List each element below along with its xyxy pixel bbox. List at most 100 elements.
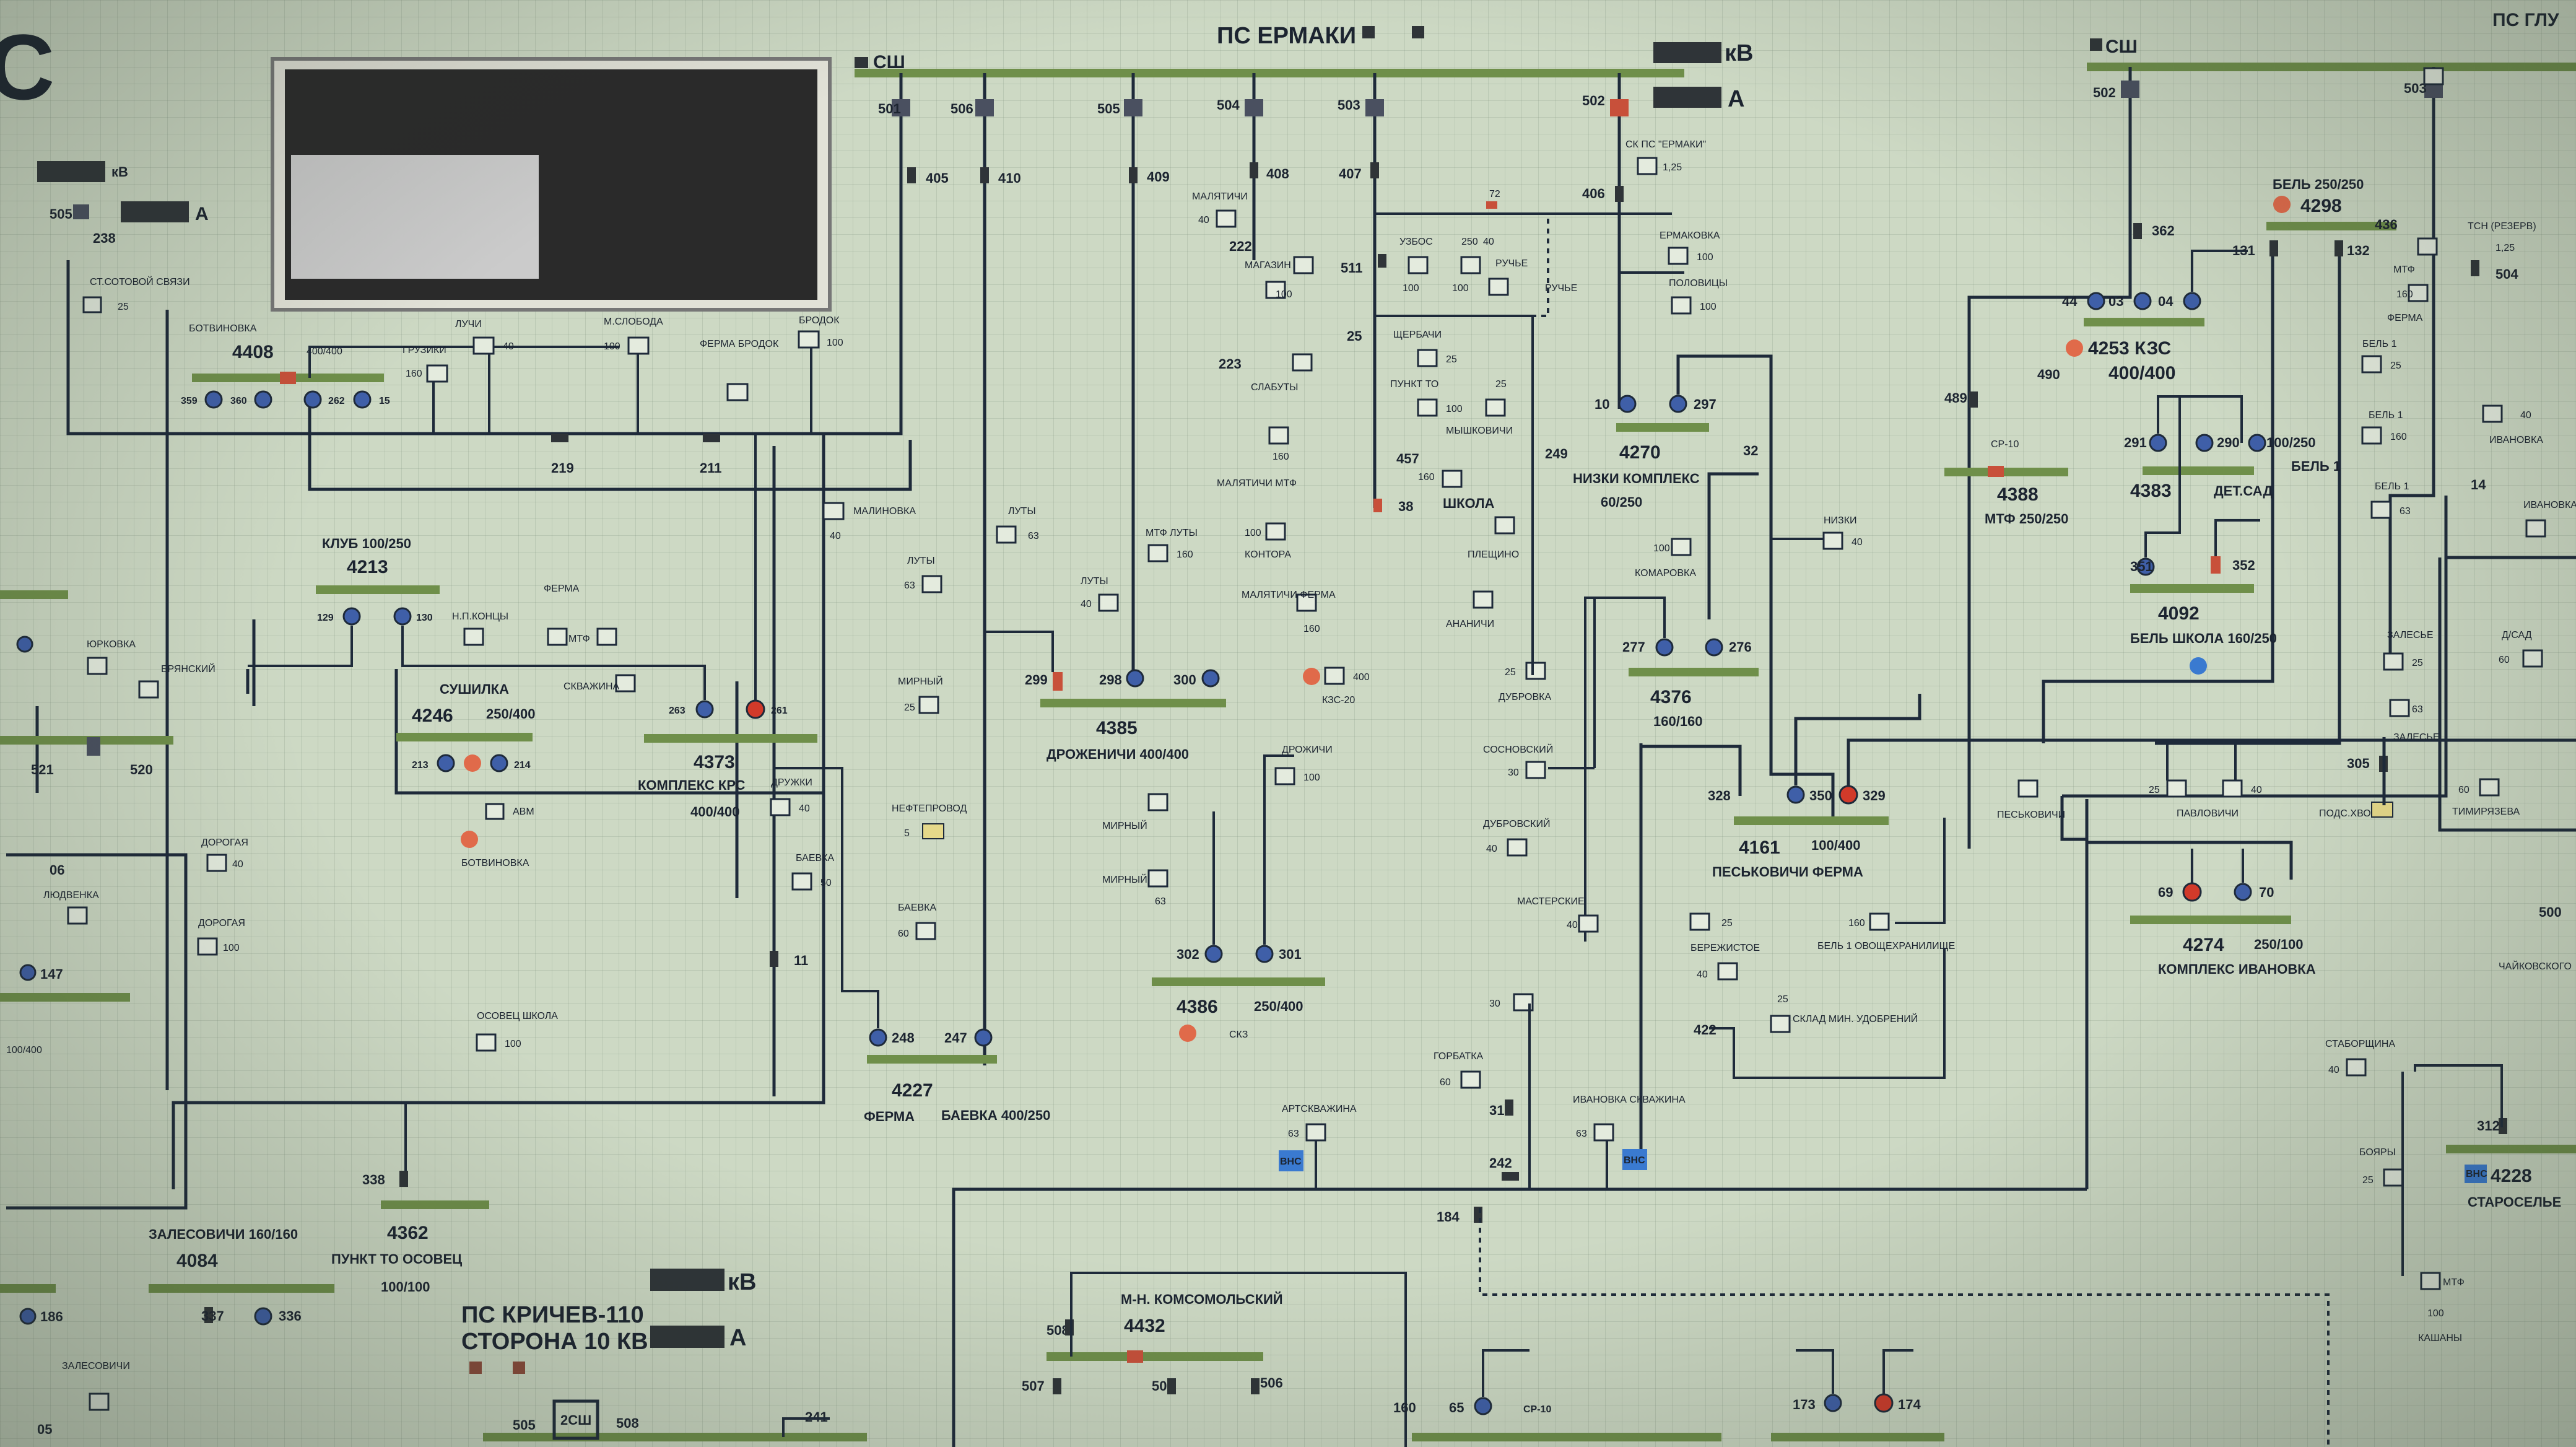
switch-03[interactable] (2133, 292, 2152, 310)
switch-359[interactable] (204, 390, 223, 409)
sectional-4408[interactable] (280, 372, 296, 384)
svg-text:кВ: кВ (111, 164, 128, 180)
svg-text:100: 100 (1446, 404, 1463, 414)
svg-text:290: 290 (2217, 435, 2240, 450)
switch-291[interactable] (2149, 434, 2167, 452)
switch-502[interactable] (1610, 99, 1629, 116)
switch-277[interactable] (1655, 638, 1674, 657)
svg-text:160: 160 (1848, 918, 1865, 929)
svg-text:КОНТОРА: КОНТОРА (1245, 549, 1291, 560)
svg-text:25: 25 (2390, 361, 2401, 371)
svg-text:КАШАНЫ: КАШАНЫ (2418, 1333, 2462, 1344)
switch-298[interactable] (1126, 669, 1144, 688)
sub-4376-cap: 160/160 (1653, 714, 1703, 729)
svg-text:60: 60 (898, 929, 909, 939)
switch-69[interactable] (2182, 882, 2202, 902)
svg-text:100: 100 (1276, 289, 1292, 300)
switch-248[interactable] (869, 1028, 887, 1047)
svg-text:100: 100 (1303, 772, 1320, 783)
svg-text:222: 222 (1229, 238, 1252, 254)
switch-360[interactable] (254, 390, 272, 409)
svg-text:БЕЛЬ 1 ОВОЩЕХРАНИЛИЩЕ: БЕЛЬ 1 ОВОЩЕХРАНИЛИЩЕ (1817, 941, 1955, 951)
svg-text:504: 504 (2496, 266, 2518, 282)
svg-text:МАЛЯТИЧИ МТФ: МАЛЯТИЧИ МТФ (1217, 478, 1297, 489)
switch-214[interactable] (490, 754, 508, 772)
switch-247[interactable] (974, 1028, 993, 1047)
switch-300[interactable] (1201, 669, 1220, 688)
svg-text:ФЕРМА БРОДОК: ФЕРМА БРОДОК (700, 339, 779, 349)
switch-263[interactable] (695, 700, 714, 719)
switch-505[interactable] (1124, 99, 1142, 116)
switch-501[interactable] (892, 99, 910, 116)
svg-text:238: 238 (93, 230, 116, 246)
sub-4388-name: МТФ 250/250 (1985, 511, 2068, 527)
sub-4092-name: БЕЛЬ ШКОЛА 160/250 (2130, 631, 2277, 646)
svg-text:СТ.СОТОВОЙ СВЯЗИ: СТ.СОТОВОЙ СВЯЗИ (90, 276, 190, 287)
switch-174[interactable] (1874, 1393, 1894, 1413)
switch-130[interactable] (393, 607, 412, 626)
svg-text:БОТВИНОВКА: БОТВИНОВКА (461, 858, 529, 868)
svg-text:СР-10: СР-10 (1991, 439, 2019, 450)
switch-504[interactable] (1245, 99, 1263, 116)
svg-text:100: 100 (1653, 543, 1670, 554)
svg-text:100: 100 (1700, 302, 1717, 312)
svg-text:50: 50 (820, 878, 832, 888)
svg-text:329: 329 (1863, 788, 1886, 803)
switch-302[interactable] (1204, 945, 1223, 963)
switch-129[interactable] (342, 607, 361, 626)
switch-351[interactable] (2136, 557, 2155, 576)
switch-297[interactable] (1669, 395, 1687, 413)
sub-4383-label: 4383 (2130, 481, 2172, 501)
svg-text:А: А (195, 204, 209, 224)
svg-text:301: 301 (1279, 946, 1302, 962)
svg-text:312: 312 (2477, 1118, 2500, 1134)
switch-261[interactable] (746, 699, 765, 719)
svg-text:ЗАЛЕСЬЕ: ЗАЛЕСЬЕ (2387, 630, 2434, 640)
switch-350[interactable] (1786, 785, 1805, 804)
svg-text:ПЕСЬКОВИЧИ: ПЕСЬКОВИЧИ (1997, 810, 2065, 820)
switch-503[interactable] (1365, 99, 1384, 116)
ermaki-indicator-2 (1412, 26, 1424, 38)
svg-text:40: 40 (1486, 844, 1497, 854)
switch-276[interactable] (1705, 638, 1723, 657)
svg-text:160: 160 (2390, 432, 2407, 442)
switch-213[interactable] (437, 754, 455, 772)
switch-10[interactable] (1618, 395, 1637, 413)
switch-336[interactable] (254, 1307, 272, 1326)
svg-text:186: 186 (40, 1309, 63, 1324)
svg-text:160: 160 (406, 369, 422, 379)
switch-289[interactable] (2248, 434, 2266, 452)
switch-44[interactable] (2087, 292, 2105, 310)
kv-unit: кВ (1725, 40, 1753, 66)
switch-70[interactable] (2234, 883, 2252, 901)
switch-299[interactable] (1053, 672, 1063, 691)
switch-290[interactable] (2195, 434, 2214, 452)
svg-text:БАЕВКА: БАЕВКА (898, 903, 936, 913)
switch-506[interactable] (975, 99, 994, 116)
svg-text:ПОДС.ХВО: ПОДС.ХВО (2319, 808, 2371, 819)
svg-text:40: 40 (232, 859, 243, 870)
sub-4227-name: ФЕРМА (864, 1109, 915, 1124)
svg-text:ТСН (РЕЗЕРВ): ТСН (РЕЗЕРВ) (2468, 221, 2536, 232)
svg-text:СЛАБУТЫ: СЛАБУТЫ (1251, 382, 1298, 393)
svg-text:ШКОЛА: ШКОЛА (1443, 496, 1495, 511)
switch-65[interactable] (1474, 1397, 1492, 1415)
switch-329[interactable] (1838, 785, 1858, 805)
switch-04[interactable] (2183, 292, 2201, 310)
switch-15[interactable] (353, 390, 372, 409)
line-410: 410 (998, 170, 1021, 186)
svg-text:ЛЮДВЕНКА: ЛЮДВЕНКА (43, 890, 99, 901)
svg-text:70: 70 (2259, 885, 2274, 900)
svg-text:352: 352 (2232, 557, 2255, 573)
switch-352[interactable] (2211, 556, 2221, 574)
feeder-504: 504 (1217, 97, 1240, 113)
svg-text:100/250: 100/250 (2266, 435, 2316, 450)
svg-text:40: 40 (2251, 785, 2262, 795)
switch-173[interactable] (1824, 1394, 1842, 1412)
feeder-502: 502 (1582, 93, 1605, 108)
amp-display (1653, 87, 1721, 108)
ps-krichev-title: ПС КРИЧЕВ-110 (461, 1302, 644, 1328)
switch-301[interactable] (1255, 945, 1274, 963)
switch-262[interactable] (303, 390, 322, 409)
svg-text:147: 147 (40, 966, 63, 982)
